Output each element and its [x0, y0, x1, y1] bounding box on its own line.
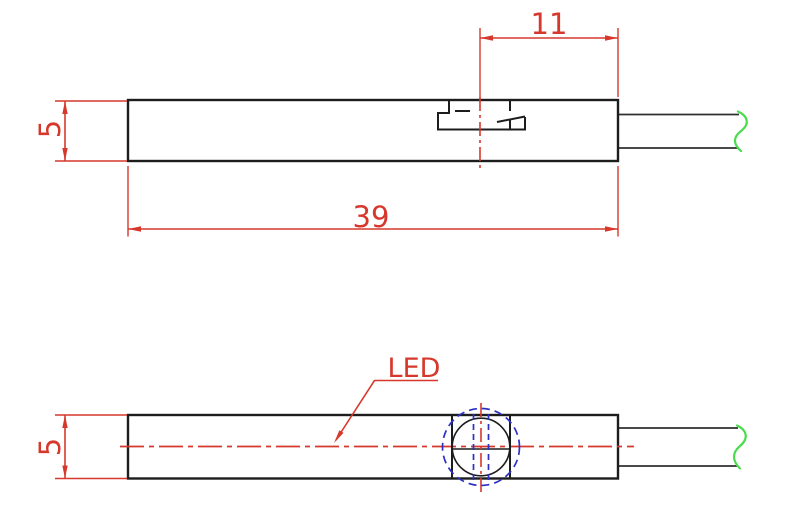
dimension-39-value: 39	[353, 200, 390, 234]
top-view: 11 5 39	[33, 7, 748, 237]
cable-break-icon	[732, 424, 747, 470]
led-lens-circle	[451, 417, 511, 477]
arrowhead-down-icon	[62, 465, 68, 479]
dimension-5-top-view: 5	[33, 100, 127, 162]
slot-profile-line	[437, 100, 526, 131]
dimension-5-value: 5	[33, 120, 67, 138]
arrowhead-up-icon	[62, 415, 68, 428]
cable-break-icon	[733, 110, 748, 153]
led-window-feature	[441, 403, 521, 492]
mounting-slot-detail	[437, 100, 526, 131]
slot-chamfer-line	[496, 115, 526, 123]
arrowhead-down-icon	[62, 148, 68, 161]
dimension-11: 11	[480, 7, 619, 97]
leader-arrowhead-icon	[334, 430, 344, 443]
arrowhead-up-icon	[62, 101, 68, 114]
arrowhead-right-icon	[605, 35, 618, 41]
dimension-5-bottom-view: 5	[33, 414, 127, 480]
led-label: LED	[388, 353, 441, 384]
dimension-11-value: 11	[531, 7, 568, 41]
dimension-39: 39	[127, 166, 619, 237]
arrowhead-right-icon	[605, 226, 618, 232]
sensor-body-outline-top-view	[126, 98, 620, 163]
dimension-5-value: 5	[33, 438, 67, 456]
cable-top-view	[619, 110, 748, 153]
leader-line	[335, 380, 376, 441]
cable-bottom-view	[619, 424, 747, 470]
arrowhead-left-icon	[480, 35, 493, 41]
led-callout: LED	[334, 353, 440, 443]
led-phantom-circle	[441, 407, 521, 487]
arrowhead-left-icon	[128, 226, 141, 232]
bottom-view: LED 5	[33, 353, 747, 492]
